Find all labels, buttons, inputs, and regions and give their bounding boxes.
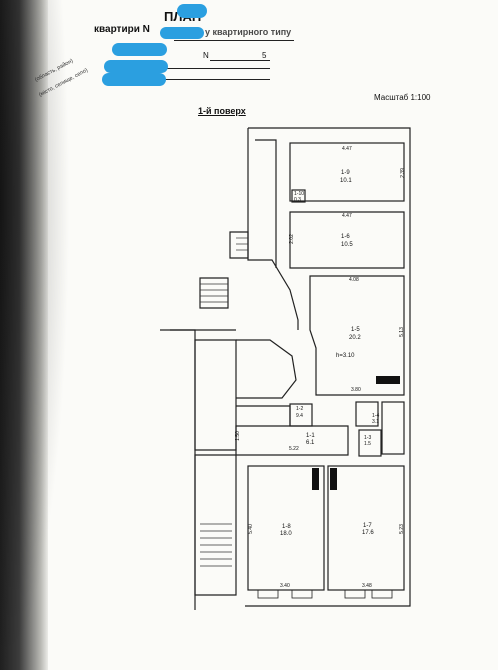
outer-wall-right bbox=[245, 127, 411, 607]
room-1-8 bbox=[247, 465, 325, 591]
lower-stair-hall bbox=[194, 454, 237, 596]
dimension-label: 5.40 bbox=[247, 524, 254, 534]
room-label-1-9: 1-9 bbox=[341, 170, 350, 176]
room-label-1-2: 1-2 bbox=[296, 406, 304, 412]
left-wall bbox=[170, 329, 196, 610]
redaction-mark bbox=[112, 43, 167, 56]
underline-1 bbox=[174, 40, 294, 41]
page-curl-shadow bbox=[0, 0, 48, 670]
room-label-1-3: 1-3 bbox=[364, 435, 372, 441]
room-1-4 bbox=[355, 401, 379, 427]
underline-4 bbox=[165, 79, 270, 80]
stair-treads bbox=[200, 237, 248, 567]
room-area-1-4: 3.1 bbox=[372, 419, 379, 425]
room-1-5 bbox=[309, 275, 405, 396]
room-label-1-8: 1-8 bbox=[282, 524, 291, 530]
plan-subtitle-tail: у квартирного типу bbox=[205, 27, 292, 37]
room-area-1-9: 10.1 bbox=[340, 178, 352, 184]
dimension-label: 2.02 bbox=[288, 234, 295, 244]
dimension-label: 4.08 bbox=[349, 277, 359, 283]
ceiling-height: h=3.10 bbox=[336, 353, 355, 359]
number-value: 5 bbox=[262, 51, 267, 60]
room-1-2-wall bbox=[236, 405, 291, 426]
room-area-1-5: 20.2 bbox=[349, 335, 361, 341]
dimension-label: 1.50 bbox=[234, 431, 241, 441]
room-label-1-1: 1-1 bbox=[306, 433, 315, 439]
redaction-mark bbox=[102, 73, 166, 86]
underline-2 bbox=[210, 60, 270, 61]
dimension-label: 5.22 bbox=[289, 446, 299, 452]
room-1-10 bbox=[291, 189, 306, 203]
dimension-label: 4.47 bbox=[342, 213, 352, 219]
plan-subtitle: квартири N bbox=[94, 24, 150, 35]
number-label: N bbox=[203, 51, 209, 60]
room-label-1-4: 1-4 bbox=[372, 413, 380, 419]
dimension-label: 4.47 bbox=[342, 146, 352, 152]
redaction-mark bbox=[160, 27, 204, 39]
room-label-1-6: 1-6 bbox=[341, 234, 350, 240]
dimension-label: 5.13 bbox=[398, 327, 405, 337]
stair-hall bbox=[194, 339, 237, 451]
redaction-mark bbox=[104, 60, 168, 73]
scale-label: Масштаб 1:100 bbox=[374, 93, 431, 102]
dimension-label: 2.39 bbox=[399, 168, 406, 178]
room-1-9 bbox=[289, 142, 405, 202]
inner-corridor-wall bbox=[255, 139, 277, 268]
dimension-label: 5.23 bbox=[398, 524, 405, 534]
room-1-6 bbox=[289, 211, 405, 269]
walls bbox=[160, 127, 411, 610]
floor-label: 1-й поверх bbox=[198, 106, 246, 116]
room-1-2 bbox=[289, 403, 313, 427]
room-1-7 bbox=[327, 465, 405, 591]
room-1-3 bbox=[358, 429, 382, 457]
fixtures bbox=[312, 376, 400, 490]
page-curl-gradient bbox=[0, 0, 70, 670]
room-label-1-7: 1-7 bbox=[363, 523, 372, 529]
room-area-1-2: 9.4 bbox=[296, 413, 303, 419]
side-stairs bbox=[229, 231, 249, 259]
room-area-1-10: 0.3 bbox=[294, 197, 301, 203]
room-area-1-8: 18.0 bbox=[280, 531, 292, 537]
stair-curve bbox=[236, 339, 297, 399]
room-area-1-6: 10.5 bbox=[341, 242, 353, 248]
underline-3 bbox=[165, 68, 270, 69]
dimension-label: 3.48 bbox=[362, 583, 372, 589]
room-area-1-3: 1.5 bbox=[364, 441, 371, 447]
room-label-1-5: 1-5 bbox=[351, 327, 360, 333]
bath-area bbox=[381, 401, 405, 455]
room-area-1-7: 17.6 bbox=[362, 530, 374, 536]
room-label-1-10: 1-10 bbox=[294, 191, 305, 197]
windows bbox=[257, 589, 393, 599]
upper-stairs bbox=[199, 277, 229, 309]
radiator bbox=[376, 376, 400, 384]
redaction-mark bbox=[177, 4, 207, 18]
dimension-label: 3.40 bbox=[280, 583, 290, 589]
dimension-label: 3.80 bbox=[351, 387, 361, 393]
room-area-1-1: 6.1 bbox=[306, 440, 315, 446]
